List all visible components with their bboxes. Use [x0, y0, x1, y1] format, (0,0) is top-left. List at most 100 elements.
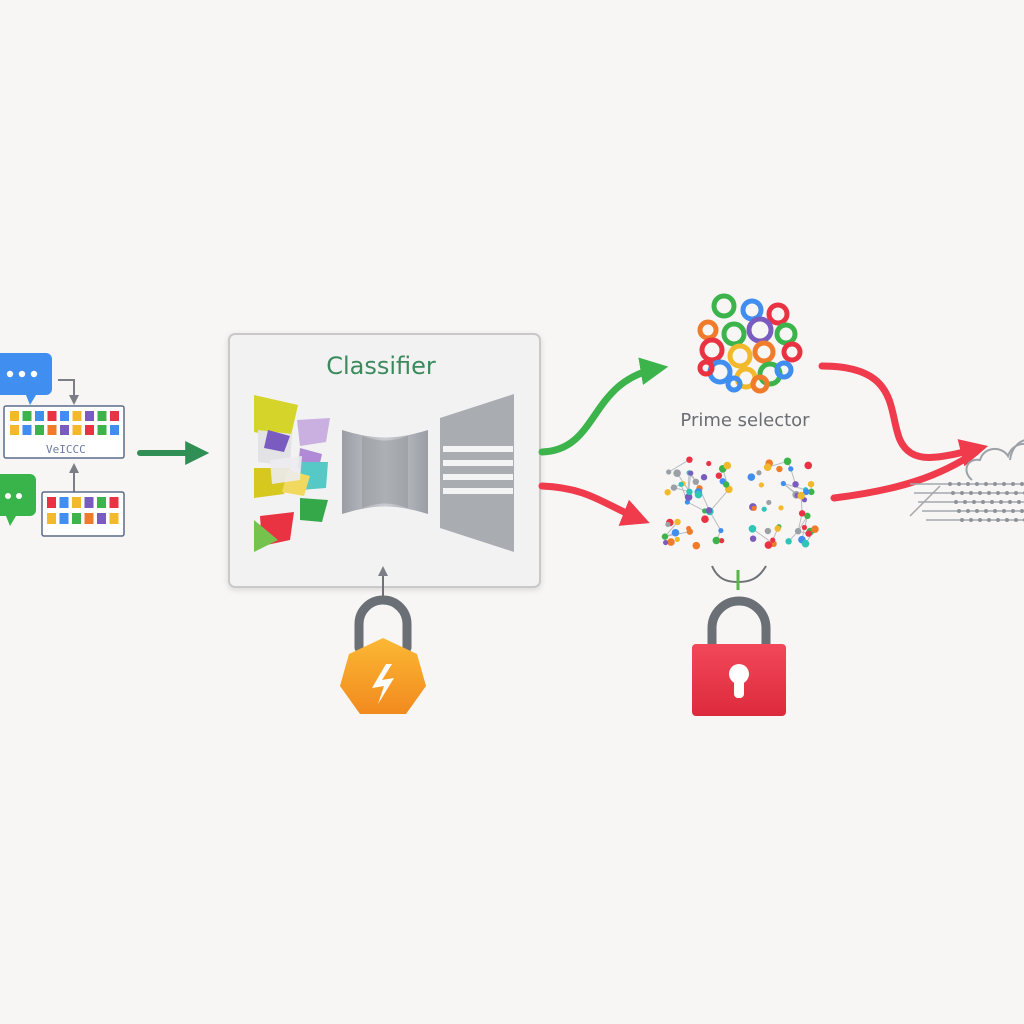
network-node — [774, 525, 781, 532]
lock-icon — [692, 596, 786, 716]
network-node — [803, 488, 810, 496]
ring-node — [746, 316, 774, 344]
ring-node — [766, 302, 790, 326]
grid-cell — [110, 425, 119, 435]
grid-cell — [59, 497, 69, 508]
prime-cluster — [697, 293, 803, 394]
grid-cell — [72, 497, 81, 508]
grid-cell — [109, 513, 119, 524]
ring-node — [752, 340, 776, 364]
network-node — [667, 538, 675, 546]
grid-cell — [10, 425, 19, 435]
network-node — [766, 499, 772, 506]
grid-caption: VeICCC — [46, 443, 86, 456]
network-node — [722, 481, 730, 488]
grid-cell — [47, 497, 56, 508]
network-node — [801, 539, 810, 548]
grid-cell — [35, 411, 44, 421]
grid-cell — [47, 425, 57, 435]
ring-node — [711, 293, 737, 319]
network-node — [692, 541, 701, 550]
network-node — [794, 527, 802, 535]
network-node — [792, 481, 799, 488]
grid-cell — [97, 513, 106, 524]
grid-cell — [35, 425, 44, 435]
network-node — [678, 481, 684, 487]
network-node — [804, 461, 813, 470]
network-node — [674, 536, 680, 542]
network-node — [761, 506, 767, 512]
network-node — [706, 460, 712, 467]
grid-cell — [22, 411, 32, 421]
network-node — [673, 469, 681, 477]
grid-cell — [97, 497, 106, 508]
classifier-box: Classifier — [228, 333, 541, 588]
network-node — [718, 527, 724, 534]
network-node — [686, 528, 694, 535]
network-node — [776, 465, 783, 473]
input-sources: VeICCC — [0, 353, 125, 537]
grid-cell — [72, 425, 82, 435]
network-node — [801, 524, 808, 531]
network-node — [749, 535, 757, 542]
accept-arrow — [538, 357, 669, 456]
ring-node — [721, 321, 747, 347]
network-node — [785, 538, 792, 545]
connector-line — [58, 379, 79, 405]
grid-cell — [97, 425, 107, 435]
ring-node — [697, 359, 715, 377]
grid-cell — [72, 513, 81, 524]
ring-node — [727, 343, 753, 369]
encoder-funnel — [342, 430, 428, 514]
network-node — [788, 466, 794, 472]
network-node — [751, 505, 757, 511]
network-node — [747, 473, 756, 481]
network-node — [674, 518, 681, 526]
feature-shapes — [254, 395, 330, 552]
network-node — [764, 527, 772, 535]
grid-cell — [60, 425, 69, 435]
grid-cell — [110, 411, 119, 421]
lock-icon — [340, 595, 426, 714]
grid-cell — [85, 411, 94, 421]
grid-cell — [47, 411, 57, 421]
network-node — [686, 488, 693, 496]
grid-cell — [59, 513, 69, 524]
grid-cell — [47, 513, 56, 524]
ring-node — [697, 319, 719, 341]
network-node — [712, 536, 721, 545]
network-node — [783, 457, 792, 466]
reject-arrow — [538, 482, 650, 526]
classifier-output-panel — [440, 394, 514, 552]
ring-node — [699, 337, 725, 363]
network-node — [797, 491, 805, 500]
network-node — [688, 470, 694, 476]
chat-bubble-icon — [0, 474, 36, 526]
candidate-network-right — [747, 457, 819, 549]
network-node — [804, 512, 811, 520]
cloud-network-icon — [909, 439, 1024, 522]
grid-cell — [85, 425, 94, 435]
network-node — [715, 472, 723, 479]
network-node — [756, 470, 762, 476]
grid-cell — [72, 411, 82, 421]
network-node — [670, 484, 678, 491]
ring-node — [725, 375, 743, 393]
grid-cell — [97, 411, 107, 421]
network-node — [705, 507, 713, 514]
token-grid-top: VeICCC — [3, 405, 125, 459]
network-node — [748, 525, 757, 533]
network-node — [780, 480, 786, 487]
network-node — [665, 521, 671, 527]
network-node — [811, 525, 819, 533]
network-node — [763, 463, 772, 472]
ring-node — [750, 374, 770, 394]
network-node — [805, 530, 812, 537]
network-node — [671, 528, 680, 537]
output-arrow-bottom — [830, 448, 980, 502]
network-node — [663, 539, 669, 546]
ring-node — [774, 322, 798, 346]
candidate-network-left — [661, 456, 733, 550]
network-node — [666, 469, 672, 475]
